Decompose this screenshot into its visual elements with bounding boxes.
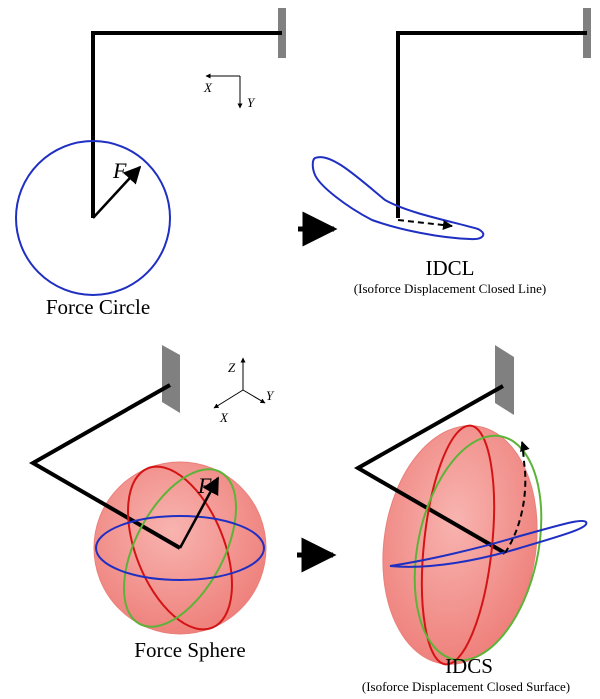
beam-3d-left xyxy=(28,383,182,550)
panel-idcl: IDCL (Isoforce Displacement Closed Line) xyxy=(311,8,591,296)
sphere-blue-ring xyxy=(95,515,265,581)
panel-idcs: IDCS (Isoforce Displacement Closed Surfa… xyxy=(353,345,588,694)
panel-force-sphere: F Force Sphere xyxy=(28,345,267,662)
beam-2d-left xyxy=(91,31,282,218)
sphere-red-ring xyxy=(127,465,233,631)
idcl-subcaption: (Isoforce Displacement Closed Line) xyxy=(354,281,546,296)
y-axis-label: Y xyxy=(247,95,256,110)
x3-axis-arrow xyxy=(213,389,244,409)
force-vector-arrow xyxy=(92,165,142,219)
idcs-red-ring xyxy=(420,424,496,666)
displacement-arrow-3d xyxy=(504,441,530,554)
force-sphere-caption: Force Sphere xyxy=(134,638,245,662)
y3-axis-label: Y xyxy=(266,388,275,403)
force-3d-label: F xyxy=(197,473,212,498)
idcs-blue-ring xyxy=(389,519,588,568)
idcs-caption: IDCS xyxy=(445,654,493,678)
x3-axis-label: X xyxy=(219,410,229,425)
force-vector-3d-arrow xyxy=(178,476,220,549)
x-axis-label: X xyxy=(203,80,213,95)
idcl-caption: IDCL xyxy=(426,256,475,280)
idcs-green-ring xyxy=(413,434,543,662)
axes-2d-indicator: X Y xyxy=(203,73,256,110)
force-circle-caption: Force Circle xyxy=(46,295,150,319)
beam-2d-right xyxy=(396,31,587,218)
force-circle xyxy=(15,140,171,296)
wall-3d-left xyxy=(162,345,180,413)
idcs-subcaption: (Isoforce Displacement Closed Surface) xyxy=(362,679,570,694)
beam-3d-right xyxy=(353,384,507,555)
z-axis-label: Z xyxy=(228,360,236,375)
force-label: F xyxy=(112,158,127,183)
sphere-green-ring xyxy=(122,468,238,628)
idcs-surface xyxy=(382,425,538,665)
y3-axis-arrow xyxy=(242,389,266,404)
idcl-curve xyxy=(311,156,485,241)
wall-3d-right xyxy=(495,345,514,415)
displacement-arrow-2d xyxy=(397,219,453,230)
panel-force-circle: F Force Circle xyxy=(15,8,286,319)
axes-3d-indicator: Z Y X xyxy=(213,357,275,425)
